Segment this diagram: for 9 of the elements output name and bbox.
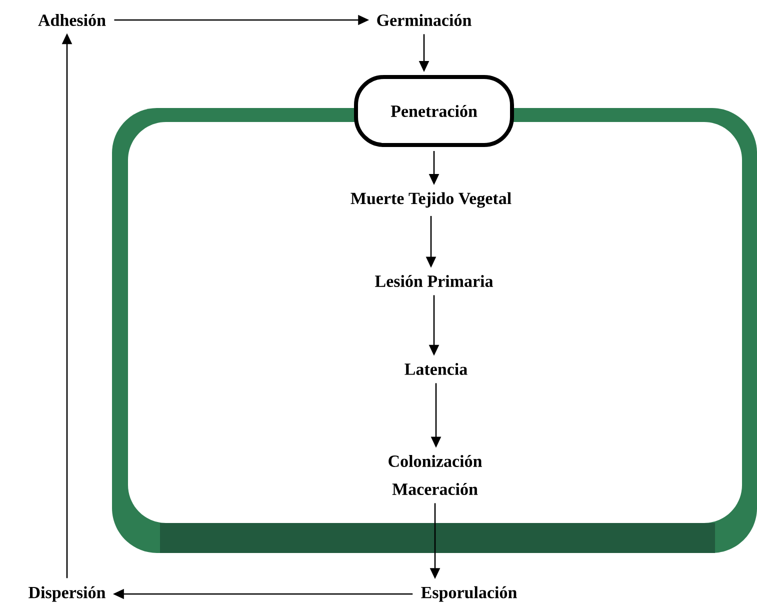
process-box: Penetración [354,75,514,147]
stage-label: Dispersión [28,586,106,602]
stage-label: Lesión Primaria [375,275,494,287]
stage-label: Esporulación [421,586,517,602]
stage-label: Germinación [377,14,472,26]
stage-label: Colonización Maceración [388,455,482,495]
stage-label: Adhesión [38,14,106,26]
stage-label: Latencia [404,363,468,375]
stage-label: Muerte Tejido Vegetal [350,192,512,208]
